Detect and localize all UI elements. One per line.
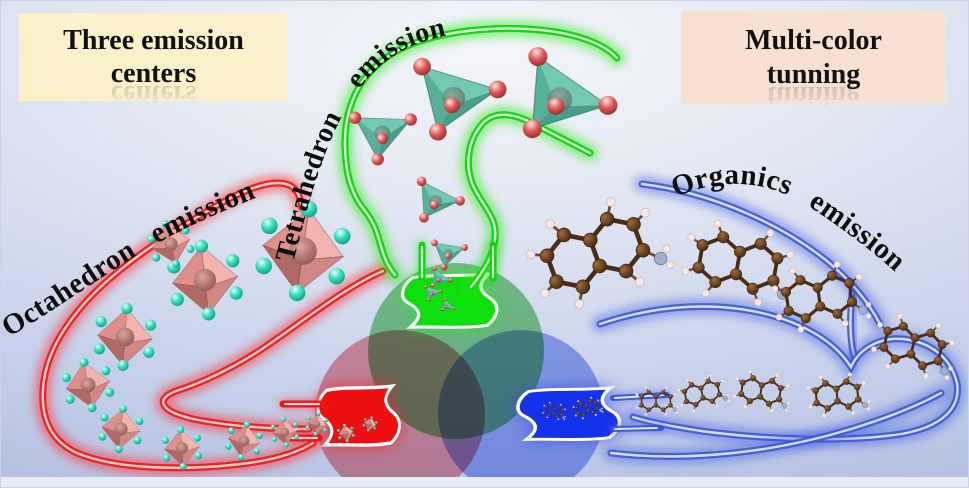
organics-emission-label: Organics emission [667, 159, 912, 278]
blue-emission-banner [516, 386, 622, 442]
tetrahedron-cluster [412, 57, 508, 142]
organic-molecule [674, 369, 733, 416]
red-emission-banner [316, 384, 402, 447]
three-emission-centers-box: Three emission centers [19, 13, 288, 101]
multi-color-tunning-text: Multi-color tunning [745, 25, 882, 90]
tetrahedron-emission-label: Tetrahedron emission [270, 12, 449, 265]
red-emission-beams [278, 399, 326, 443]
octahedron-cluster [96, 402, 146, 456]
tetrahedron-cluster [347, 96, 427, 171]
organic-molecule [518, 184, 680, 319]
green-emission-beams [417, 240, 498, 284]
three-emission-centers-text: Three emission centers [63, 24, 244, 89]
octahedron-cluster [92, 300, 158, 374]
organic-molecule [804, 369, 873, 420]
venn-circle-red [315, 330, 485, 487]
organic-molecule [730, 366, 795, 416]
tetrahedron-cluster [409, 175, 469, 230]
multi-color-tunning-box: Multi-color tunning [681, 11, 946, 104]
octahedron-cluster [58, 353, 118, 417]
bottom-strip [1, 477, 968, 487]
